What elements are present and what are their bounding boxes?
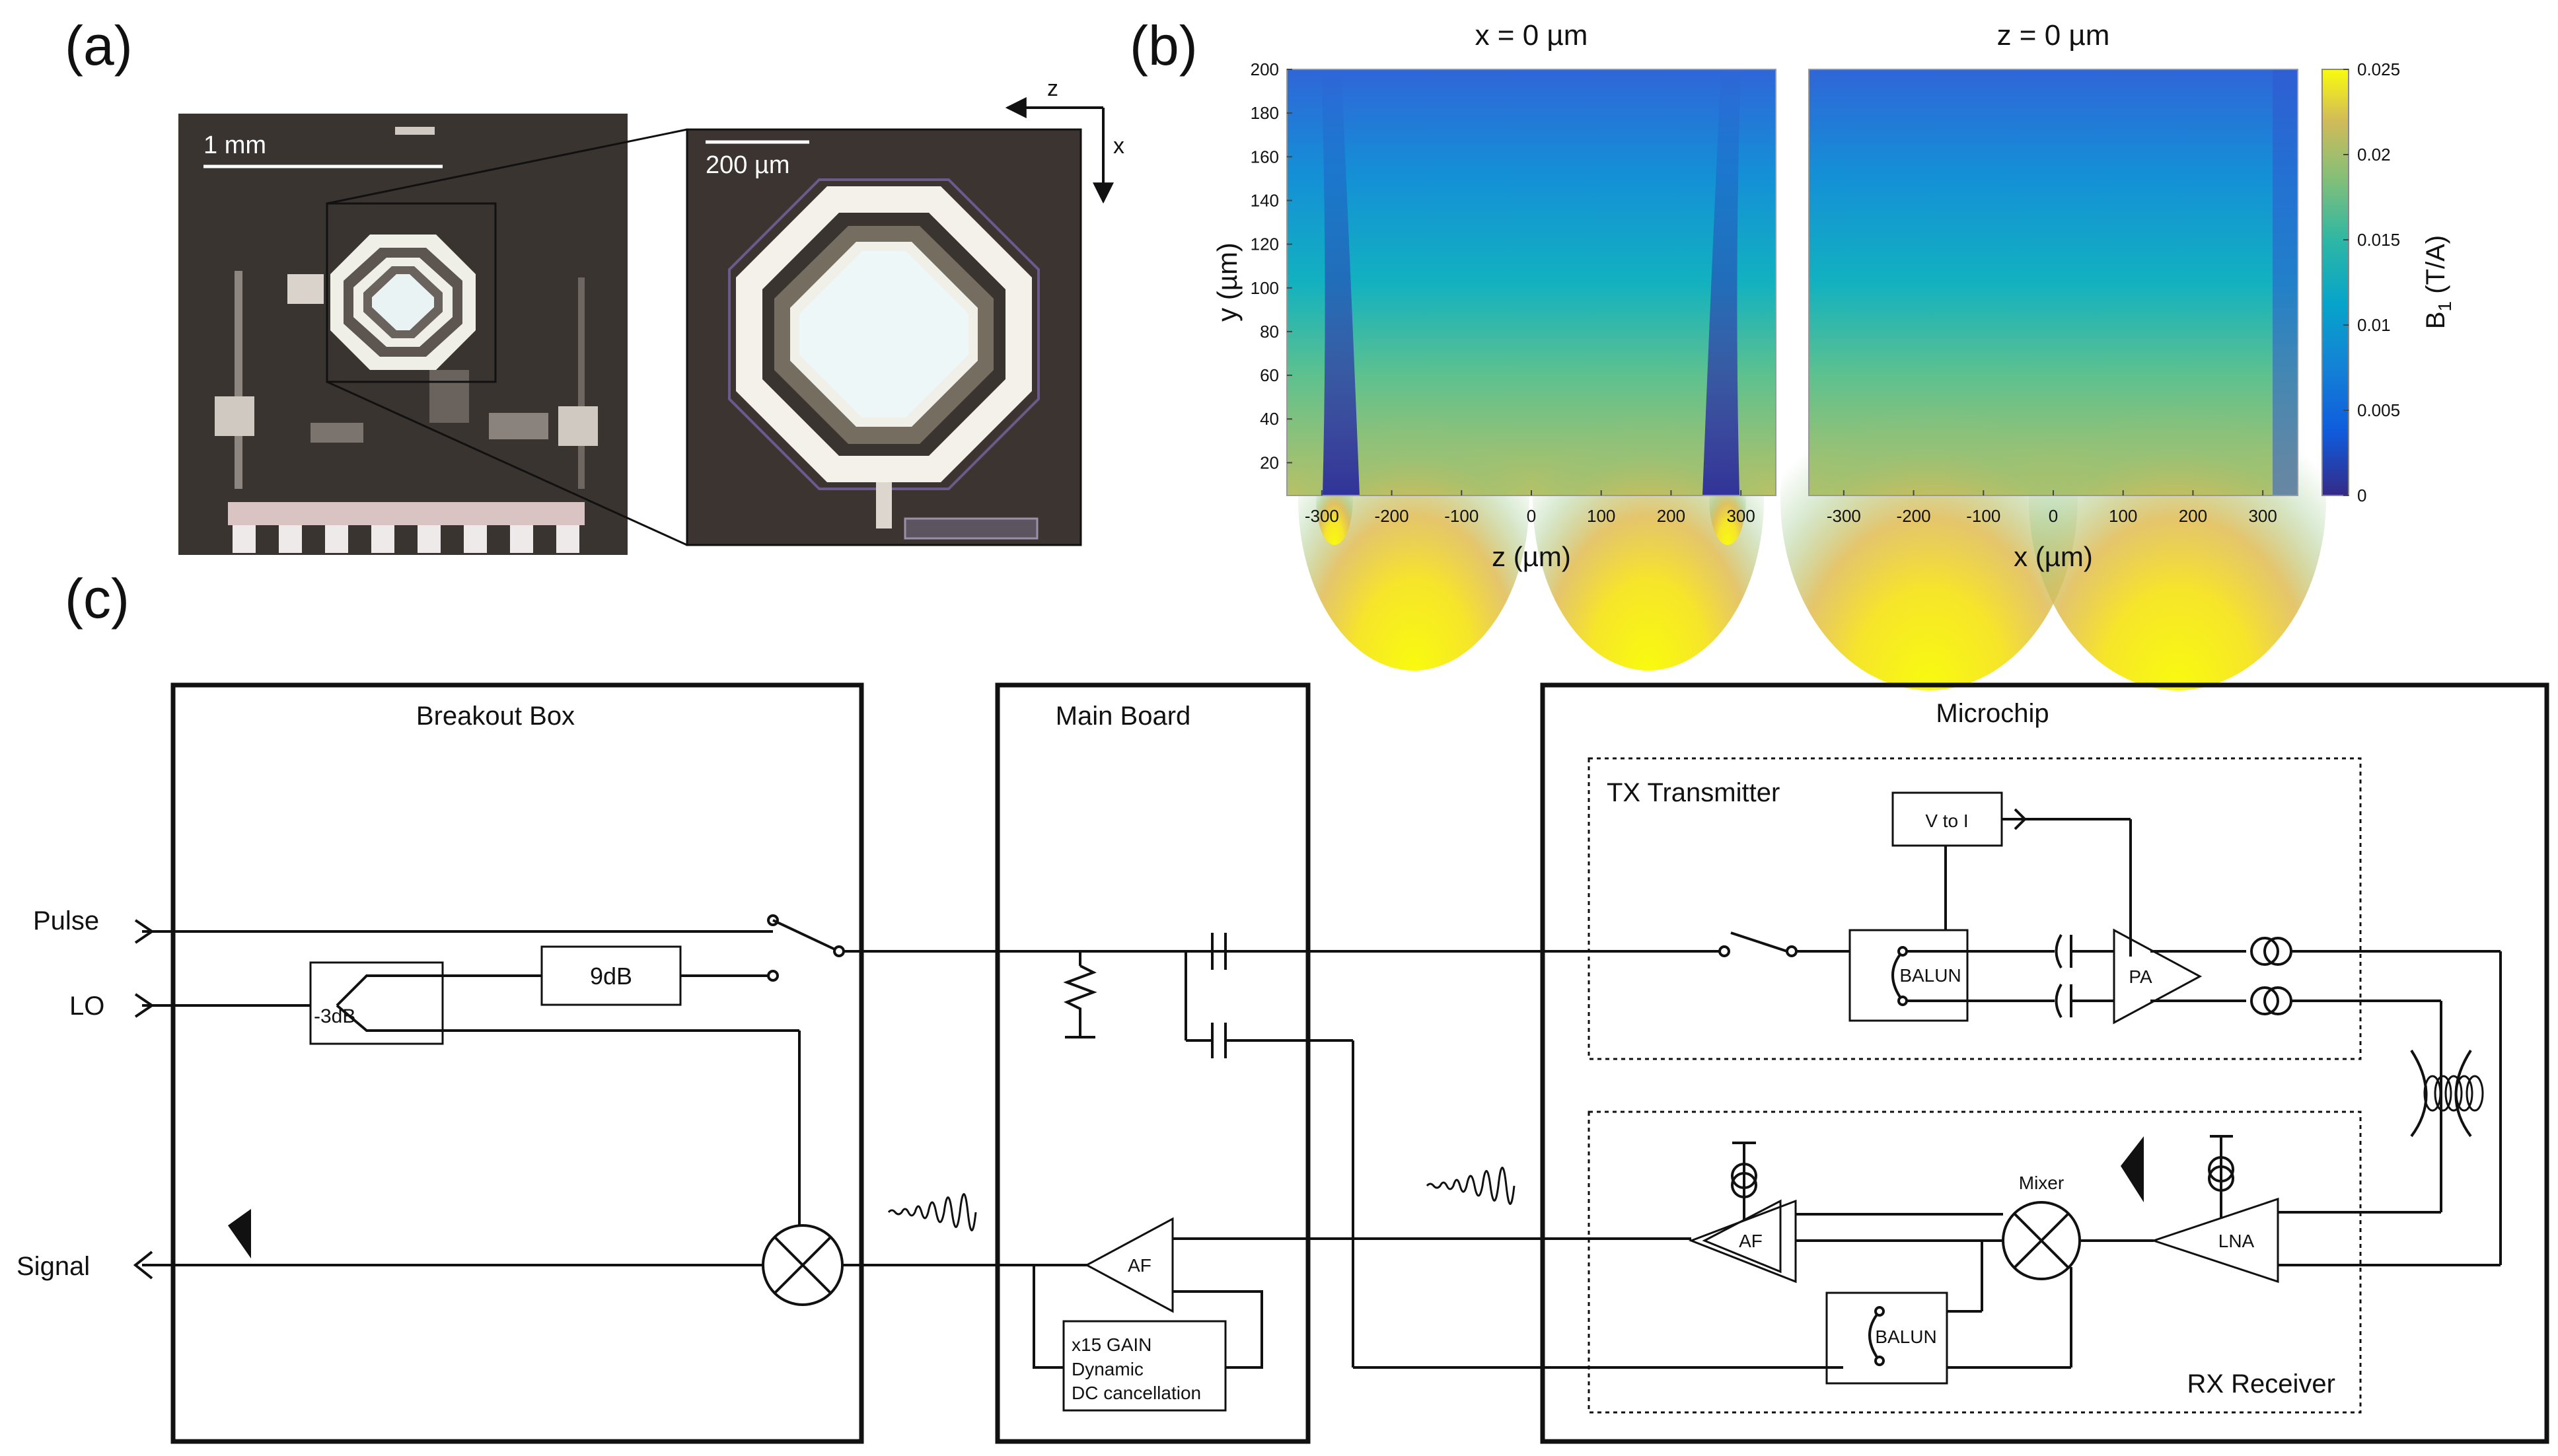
v-to-i-label: V to I bbox=[1925, 811, 1968, 831]
axis-indicator: z x bbox=[1005, 76, 1124, 204]
y-tick-label: 140 bbox=[1251, 190, 1279, 210]
heatmap-left-xlabel: z (µm) bbox=[1492, 541, 1571, 572]
panel-label-c: (c) bbox=[65, 567, 129, 630]
chip-micrograph: 1 mm bbox=[178, 114, 628, 555]
gain-note-line3: DC cancellation bbox=[1072, 1383, 1201, 1403]
x-tick-label: -300 bbox=[1305, 506, 1339, 526]
colorbar-tick-label: 0.01 bbox=[2357, 315, 2391, 335]
x-tick-label: 200 bbox=[1657, 506, 1685, 526]
colorbar-tick-label: 0.02 bbox=[2357, 145, 2391, 164]
pa-label: PA bbox=[2129, 966, 2152, 987]
main-board-af-label: AF bbox=[1128, 1255, 1151, 1276]
label-signal: Signal bbox=[17, 1252, 90, 1281]
heatmap-left-xticks: -300 -200 -100 0 100 200 300 bbox=[1305, 490, 1755, 526]
colorbar-label: B1 (T/A) bbox=[2421, 235, 2455, 329]
scale-bar-1mm-label: 1 mm bbox=[203, 131, 266, 159]
colorbar-tick-label: 0.015 bbox=[2357, 230, 2400, 250]
balun-tx-label: BALUN bbox=[1899, 965, 1961, 986]
heatmap-left-ylabel: y (µm) bbox=[1212, 242, 1243, 322]
microchip-frame bbox=[1540, 682, 2549, 1444]
y-tick-label: 180 bbox=[1251, 103, 1279, 123]
breakout-box-frame bbox=[170, 682, 864, 1444]
rx-label: RX Receiver bbox=[2187, 1369, 2335, 1399]
mixer-label: Mixer bbox=[2019, 1173, 2064, 1193]
attenuator-label: 9dB bbox=[590, 963, 632, 990]
panel-label-a: (a) bbox=[65, 15, 133, 77]
panel-label-b: (b) bbox=[1130, 15, 1198, 77]
x-tick-label: 300 bbox=[2248, 506, 2277, 526]
colorbar-tick-label: 0.025 bbox=[2357, 59, 2400, 79]
main-board-title: Main Board bbox=[1056, 702, 1191, 731]
y-tick-label: 80 bbox=[1260, 322, 1279, 342]
x-tick-label: 0 bbox=[2049, 506, 2058, 526]
heatmap-left-yticks: 20 40 60 80 100 120 140 160 180 200 bbox=[1251, 59, 1292, 472]
x-tick-label: 300 bbox=[1726, 506, 1755, 526]
colorbar-tick-label: 0.005 bbox=[2357, 400, 2400, 420]
scale-bar-200um-label: 200 µm bbox=[706, 151, 790, 179]
af-rx-label: AF bbox=[1739, 1231, 1763, 1251]
diagram-labels: Pulse LO Signal Breakout Box 9dB -3dB Ma… bbox=[17, 699, 2335, 1403]
heatmap-right-title: z = 0 µm bbox=[1997, 19, 2110, 52]
microchip-title: Microchip bbox=[1936, 699, 2049, 728]
x-tick-label: -200 bbox=[1375, 506, 1409, 526]
rx-frame bbox=[1588, 1110, 2362, 1414]
coil-zoom-micrograph: 200 µm bbox=[686, 128, 1082, 546]
colorbar-tick-label: 0 bbox=[2357, 486, 2366, 505]
axis-z-label: z bbox=[1047, 76, 1058, 101]
colorbar-ticks: 0.025 0.02 0.015 0.01 0.005 0 bbox=[2343, 59, 2400, 505]
x-tick-label: -300 bbox=[1827, 506, 1861, 526]
label-pulse: Pulse bbox=[33, 906, 99, 935]
y-tick-label: 20 bbox=[1260, 453, 1279, 472]
heatmap-left: x = 0 µm -300 -200 -100 0 100 200 300 20 40 60 80… bbox=[1212, 19, 1776, 671]
x-tick-label: -100 bbox=[1966, 506, 2000, 526]
y-tick-label: 200 bbox=[1251, 59, 1279, 79]
spectrum-icon-signal bbox=[228, 1136, 2144, 1258]
balun-rx-label: BALUN bbox=[1875, 1327, 1936, 1347]
y-tick-label: 40 bbox=[1260, 409, 1279, 429]
lna-label: LNA bbox=[2218, 1231, 2255, 1251]
label-lo: LO bbox=[69, 992, 104, 1021]
heatmap-right-xticks: -300 -200 -100 0 100 200 300 bbox=[1827, 490, 2277, 526]
colorbar: 0.025 0.02 0.015 0.01 0.005 0 B1 (T/A) bbox=[2321, 59, 2455, 505]
heatmap-left-title: x = 0 µm bbox=[1475, 19, 1588, 52]
x-tick-label: 100 bbox=[2109, 506, 2137, 526]
x-tick-label: -200 bbox=[1897, 506, 1931, 526]
wave-icon-mainboard bbox=[1426, 1167, 1516, 1205]
x-tick-label: -100 bbox=[1444, 506, 1479, 526]
tx-label: TX Transmitter bbox=[1607, 778, 1780, 807]
x-tick-label: 0 bbox=[1527, 506, 1536, 526]
axis-x-label: x bbox=[1113, 133, 1124, 159]
heatmap-right: z = 0 µm -300 -200 -100 0 100 200 300 x (µm) bbox=[1780, 19, 2326, 690]
block-diagram bbox=[133, 682, 2549, 1444]
y-tick-label: 60 bbox=[1260, 365, 1279, 385]
x-tick-label: 100 bbox=[1587, 506, 1615, 526]
y-tick-label: 100 bbox=[1251, 278, 1279, 298]
splitter-label: -3dB bbox=[314, 1005, 355, 1027]
gain-note-line1: x15 GAIN bbox=[1072, 1334, 1151, 1355]
x-tick-label: 200 bbox=[2179, 506, 2207, 526]
heatmap-right-xlabel: x (µm) bbox=[2014, 541, 2093, 572]
wave-icon-breakout bbox=[887, 1193, 977, 1231]
breakout-box-title: Breakout Box bbox=[416, 702, 575, 731]
y-tick-label: 120 bbox=[1251, 235, 1279, 254]
main-board-frame bbox=[995, 682, 1311, 1444]
y-tick-label: 160 bbox=[1251, 147, 1279, 166]
tx-frame bbox=[1588, 757, 2362, 1060]
gain-note-line2: Dynamic bbox=[1072, 1359, 1144, 1379]
